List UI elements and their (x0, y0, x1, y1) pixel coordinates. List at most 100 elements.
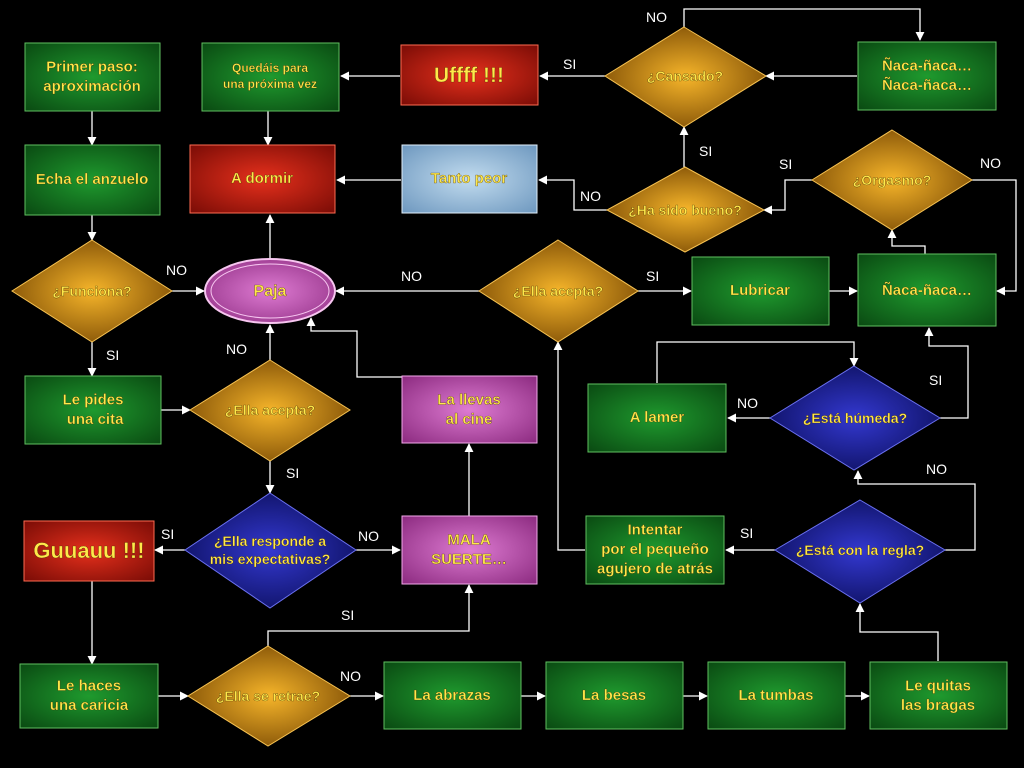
svg-text:¿Orgasmo?: ¿Orgasmo? (853, 172, 932, 188)
svg-text:A dormir: A dormir (231, 170, 293, 187)
node-le-quitas: Le quitas las bragas (869, 661, 1008, 730)
svg-text:La besas: La besas (582, 687, 646, 704)
svg-text:¿Está con la regla?: ¿Está con la regla? (796, 542, 924, 558)
svg-text:Echa el anzuelo: Echa el anzuelo (36, 171, 149, 188)
node-text-line: ¿Ella acepta? (513, 283, 603, 299)
node-text-line: Ñaca-ñaca… (882, 76, 972, 94)
node-ha-sido-bueno: ¿Ha sido bueno? (605, 166, 766, 253)
node-ella-retrae: ¿Ella se retrae? (187, 645, 351, 747)
node-la-tumbas: La tumbas (707, 661, 846, 730)
edge-nacamid-to-orgasmo (887, 229, 926, 254)
edge-lamer-to-humeda (656, 341, 859, 383)
edge-cansado-no-to-nacatop (683, 8, 925, 41)
node-text-line: ¿Funciona? (52, 283, 131, 299)
edge-retrae-si-to-mala (267, 584, 474, 646)
node-text-line: ¿Orgasmo? (853, 172, 932, 188)
svg-text:¿Ella acepta?: ¿Ella acepta? (513, 283, 603, 299)
label-uffff-si: SI (563, 56, 576, 72)
edge-cine-to-paja (306, 317, 402, 378)
node-guuauu: Guuauu !!! (23, 520, 155, 582)
node-text-line: Tanto peor (431, 170, 508, 187)
node-text-line: ¿Está con la regla? (796, 542, 924, 558)
node-text-line: ¿Ella responde a (214, 533, 326, 549)
node-text-line: Le haces (57, 677, 121, 694)
edge-orgasmo-si-to-hasido (763, 179, 812, 215)
node-text-line: SUERTE… (431, 551, 507, 568)
node-funciona: ¿Funciona? (11, 239, 173, 343)
svg-text:¿Ella acepta?: ¿Ella acepta? (225, 402, 315, 418)
label-cansado-no: NO (646, 9, 667, 25)
svg-text:¿Está húmeda?: ¿Está húmeda? (803, 410, 907, 426)
node-cansado: ¿Cansado? (604, 26, 767, 128)
svg-text:Uffff !!!: Uffff !!! (434, 64, 504, 87)
node-text-line: Primer paso: (46, 58, 138, 75)
node-a-dormir: A dormir (189, 144, 336, 214)
node-text-line: Ñaca-ñaca… (882, 56, 972, 74)
label-regla-si: SI (740, 525, 753, 541)
edge-quitas-to-regla (855, 603, 939, 661)
node-ella-acepta-1: ¿Ella acepta? (189, 359, 351, 462)
node-text-line: Guuauu !!! (33, 538, 144, 563)
label-responde-si: SI (161, 526, 174, 542)
label-funciona-si: SI (106, 347, 119, 363)
node-text-line: Uffff !!! (434, 64, 504, 87)
node-text-line: por el pequeño (601, 541, 709, 558)
node-text-line: Quedáis para (232, 61, 308, 75)
label-orgasmo-si: SI (779, 156, 792, 172)
node-orgasmo: ¿Orgasmo? (811, 129, 973, 231)
node-text-line: al cine (446, 411, 493, 428)
node-text-line: ¿Ella se retrae? (216, 688, 320, 704)
svg-text:Lubricar: Lubricar (730, 282, 790, 299)
node-text-line: las bragas (901, 697, 975, 714)
node-text-line: ¿Cansado? (647, 68, 723, 84)
svg-text:Tanto peor: Tanto peor (431, 170, 508, 187)
label-responde-no: NO (358, 528, 379, 544)
edge-hasido-no-to-tantopeor (538, 175, 607, 211)
svg-text:Ñaca-ñaca…Ñaca-ñaca…: Ñaca-ñaca… Ñaca-ñaca… (882, 56, 972, 94)
node-uffff: Uffff !!! (400, 44, 539, 106)
node-naca-top: Ñaca-ñaca… Ñaca-ñaca… (857, 41, 997, 111)
edge-humeda-si-to-nacamid (924, 327, 969, 419)
node-la-llevas: La llevas al cine (401, 375, 538, 444)
edge-orgasmo-no-to-nacamid (972, 179, 1017, 296)
label-hasido-si: SI (699, 143, 712, 159)
node-text-line: La besas (582, 687, 646, 704)
svg-text:Guuauu !!!: Guuauu !!! (33, 538, 144, 563)
node-ella-responde: ¿Ella responde a mis expectativas? (184, 492, 357, 609)
node-esta-regla: ¿Está con la regla? (774, 499, 946, 604)
svg-text:Le pides una cita: Le pides una cita (63, 391, 125, 428)
node-naca-mid: Ñaca-ñaca… (857, 253, 997, 327)
node-text-line: mis expectativas? (210, 551, 331, 567)
svg-text:¿Cansado?: ¿Cansado? (647, 68, 723, 84)
label-humeda-si: SI (929, 372, 942, 388)
node-text-line: Paja (254, 283, 287, 300)
node-text-line: La llevas (437, 391, 500, 408)
node-text-line: Le quitas (905, 677, 971, 694)
node-la-abrazas: La abrazas (383, 661, 522, 730)
node-text-line: una caricia (50, 697, 129, 714)
label-funciona-no: NO (166, 262, 187, 278)
label-humeda-no: NO (737, 395, 758, 411)
svg-text:¿Ella se retrae?: ¿Ella se retrae? (216, 688, 320, 704)
label-acepta2-si: SI (646, 268, 659, 284)
node-text-line: A dormir (231, 170, 293, 187)
edge-regla-no-to-humeda (853, 470, 976, 551)
node-text-line: una próxima vez (223, 77, 317, 91)
node-text-line: MALA (447, 531, 490, 548)
node-text-line: La tumbas (738, 687, 813, 704)
label-acepta1-no: NO (226, 341, 247, 357)
node-lubricar: Lubricar (691, 256, 830, 326)
node-text-line: Le pides (63, 391, 124, 408)
svg-text:La tumbas: La tumbas (738, 687, 813, 704)
node-mala-suerte: MALA SUERTE… (401, 515, 538, 585)
label-acepta1-si: SI (286, 465, 299, 481)
svg-text:La abrazas: La abrazas (413, 687, 491, 704)
edge-intentar-to-acepta2 (553, 341, 585, 551)
